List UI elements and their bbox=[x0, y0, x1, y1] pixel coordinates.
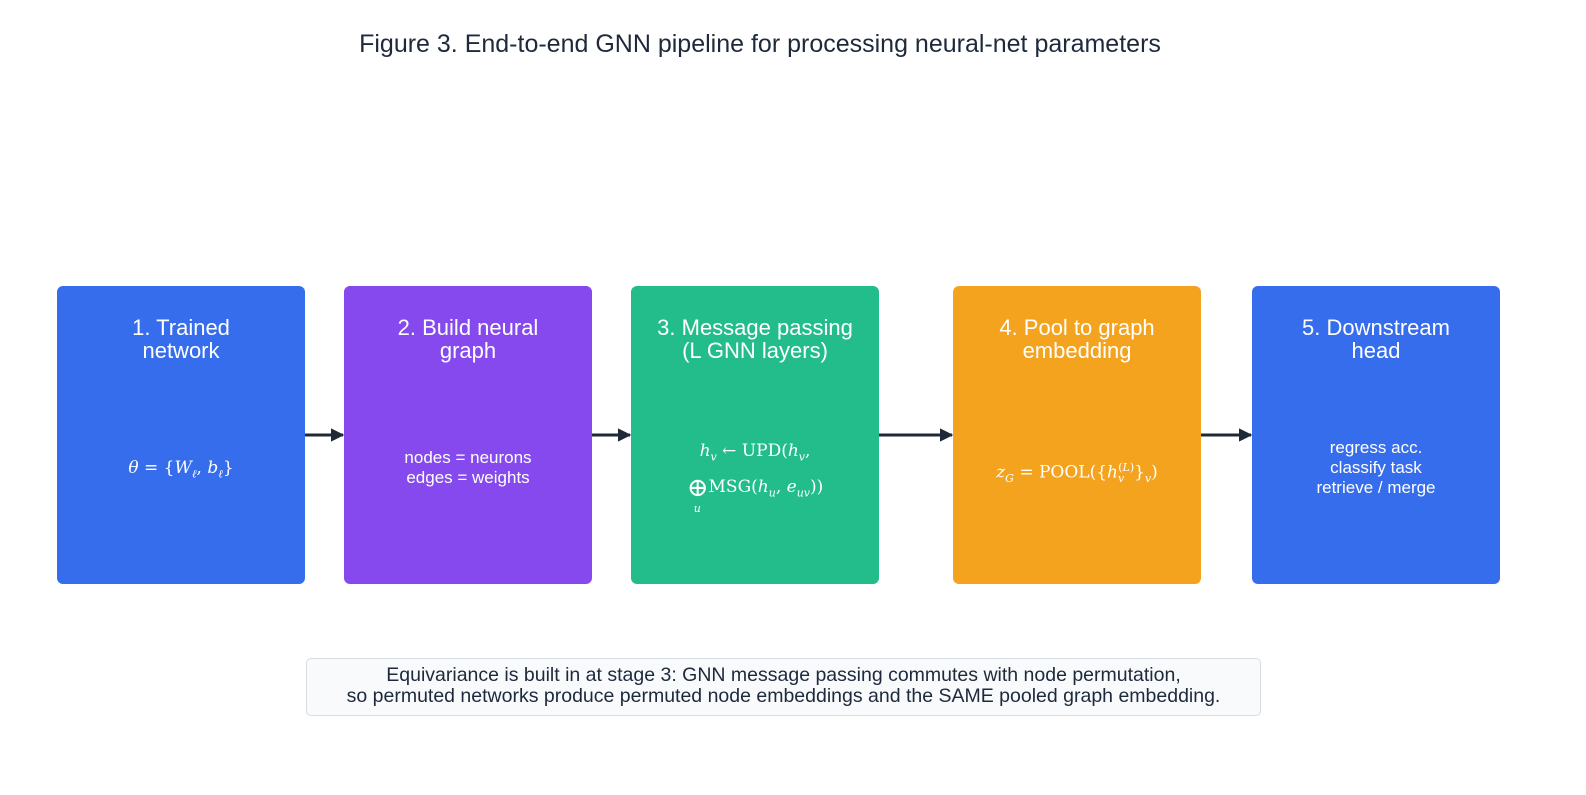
nodes-definition: nodes = neurons bbox=[404, 448, 532, 467]
stage-build-neural-graph: 2. Build neural graph nodes = neurons ed… bbox=[344, 286, 592, 584]
stage-title-line: graph bbox=[439, 338, 497, 363]
stage-title-line: 5. Downstream bbox=[1302, 315, 1450, 340]
pooling-formula: zG = POOL({hv(L)}v) bbox=[996, 461, 1158, 486]
stage-title-line: 4. Pool to graph bbox=[999, 315, 1155, 340]
stage-downstream-head: 5. Downstream head regress acc. classify… bbox=[1252, 286, 1500, 584]
parameters-formula: θ = {Wℓ, bℓ} bbox=[128, 458, 234, 481]
stage-title-line: 3. Message passing bbox=[657, 315, 853, 340]
update-formula-line1: hv ← UPD(hv, bbox=[699, 441, 811, 464]
task-retrieve: retrieve / merge bbox=[1316, 478, 1436, 497]
stage-pool-graph-embedding: 4. Pool to graph embedding zG = POOL({hv… bbox=[953, 286, 1201, 584]
direct-sum-icon: ⊕u bbox=[686, 472, 709, 515]
task-regress: regress acc. bbox=[1329, 438, 1423, 457]
graph-definition: nodes = neurons edges = weights bbox=[344, 448, 592, 488]
stage-title-line: (L GNN layers) bbox=[682, 338, 828, 363]
edges-definition: edges = weights bbox=[406, 468, 530, 487]
figure-title: Figure 3. End-to-end GNN pipeline for pr… bbox=[359, 30, 1161, 58]
stage-title: 4. Pool to graph embedding bbox=[953, 316, 1201, 362]
caption-line: Equivariance is built in at stage 3: GNN… bbox=[386, 664, 1181, 686]
stage-title: 3. Message passing (L GNN layers) bbox=[631, 316, 879, 362]
stage-title-line: embedding bbox=[1022, 338, 1132, 363]
stage-title: 5. Downstream head bbox=[1252, 316, 1500, 362]
stage-title-line: 2. Build neural bbox=[397, 315, 539, 340]
stage-message-passing: 3. Message passing (L GNN layers) hv ← U… bbox=[631, 286, 879, 584]
stage-title-line: network bbox=[142, 338, 220, 363]
stage-title-line: head bbox=[1351, 338, 1401, 363]
stage-title-line: 1. Trained bbox=[132, 315, 230, 340]
caption-line: so permuted networks produce permuted no… bbox=[346, 685, 1221, 707]
downstream-tasks: regress acc. classify task retrieve / me… bbox=[1252, 438, 1500, 498]
stage-title: 1. Trained network bbox=[57, 316, 305, 362]
stage-trained-network: 1. Trained network θ = {Wℓ, bℓ} bbox=[57, 286, 305, 584]
stage-title: 2. Build neural graph bbox=[344, 316, 592, 362]
task-classify: classify task bbox=[1330, 458, 1422, 477]
equivariance-note: Equivariance is built in at stage 3: GNN… bbox=[306, 658, 1261, 716]
